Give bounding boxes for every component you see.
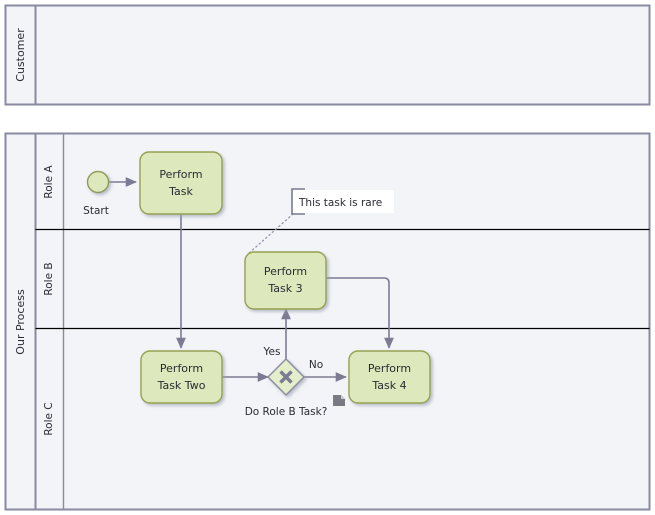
annotation-bracket-icon <box>291 188 305 215</box>
start-event-circle <box>86 170 110 194</box>
edge-task-3-to-task-4[interactable] <box>326 277 394 349</box>
perform-task-two-label-line2: Task Two <box>157 379 206 392</box>
lane-role-c-label: Role C <box>43 402 55 435</box>
perform-task-label-line2: Task <box>168 185 193 198</box>
perform-task-3-label-line1: Perform <box>264 265 307 278</box>
annotation-rare-note[interactable]: This task is rare <box>291 188 394 215</box>
perform-task-two-box <box>140 350 223 404</box>
lane-role-a-label: Role A <box>43 165 55 199</box>
association-rare-note <box>247 213 294 255</box>
perform-task-4-label-line1: Perform <box>368 362 411 375</box>
lane-role-b[interactable]: Role B <box>43 262 55 295</box>
edge-label-yes: Yes <box>263 346 281 358</box>
perform-task-box <box>139 151 223 215</box>
perform-task-two-label-line1: Perform <box>160 362 203 375</box>
annotation-rare-note-text: This task is rare <box>298 197 382 209</box>
gateway-role-b-label: Do Role B Task? <box>245 406 328 418</box>
edge-label-no: No <box>309 359 323 371</box>
pool-customer[interactable]: Customer <box>4 4 651 106</box>
perform-task-4-label-line2: Task 4 <box>371 379 406 392</box>
annotation-rare-note-box <box>292 190 394 213</box>
gateway-doc-marker-icon <box>333 395 345 406</box>
pool-customer-label: Customer <box>14 28 27 82</box>
start-event-label: Start <box>83 205 109 217</box>
node-perform-task-two[interactable]: Perform Task Two <box>140 350 223 404</box>
perform-task-3-label-line2: Task 3 <box>267 282 302 295</box>
lane-role-a[interactable]: Role A <box>43 165 55 199</box>
node-perform-task-4[interactable]: Perform Task 4 <box>348 350 431 404</box>
perform-task-4-box <box>348 350 431 404</box>
lane-role-b-label: Role B <box>43 262 55 295</box>
perform-task-3-box <box>244 251 327 310</box>
pool-customer-frame <box>4 4 651 106</box>
node-perform-task-3[interactable]: Perform Task 3 <box>244 251 327 310</box>
exclusive-x-icon <box>279 370 293 384</box>
node-perform-task[interactable]: Perform Task <box>139 151 223 215</box>
perform-task-label-line1: Perform <box>159 168 202 181</box>
connector-layer <box>109 177 394 382</box>
pool-our-process-label: Our Process <box>14 289 27 355</box>
lane-role-c[interactable]: Role C <box>43 402 55 435</box>
node-start-event[interactable]: Start <box>83 170 110 218</box>
node-gateway-role-b[interactable]: Do Role B Task? <box>245 358 328 418</box>
